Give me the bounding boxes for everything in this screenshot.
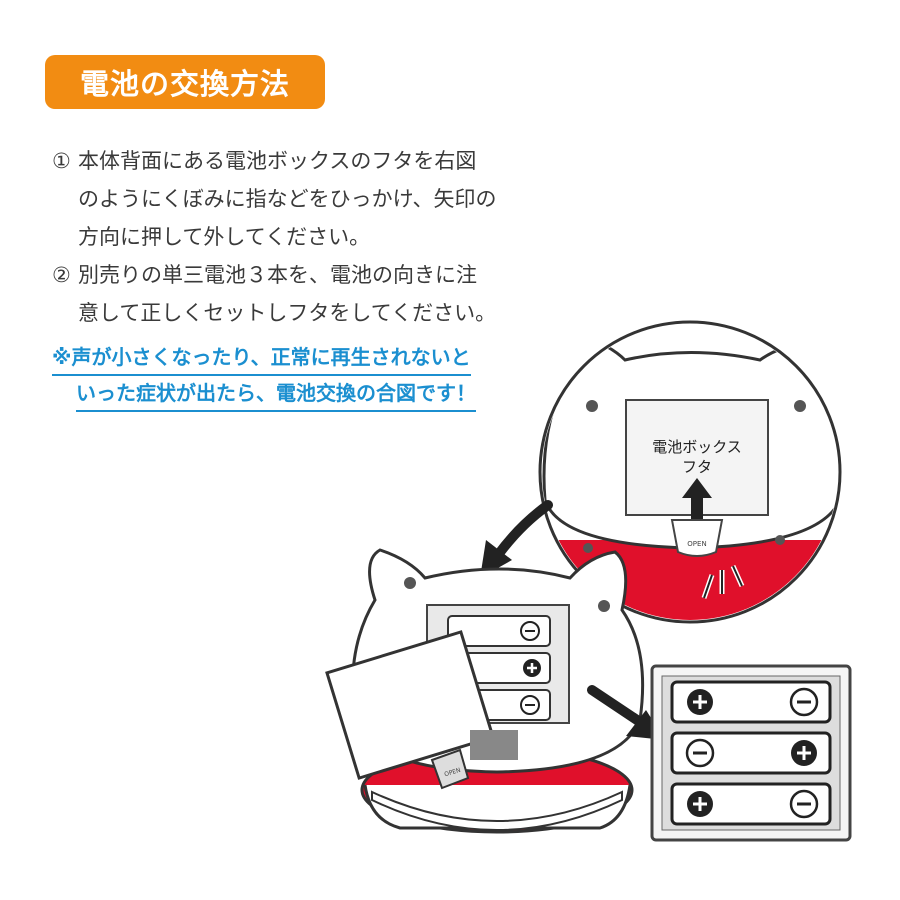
foot-left-icon (583, 543, 593, 553)
base-front (371, 790, 623, 831)
open-tab (430, 748, 470, 790)
cover-label-2: フタ (682, 458, 712, 476)
battery-3 (670, 782, 832, 826)
device-main: OPEN (325, 548, 645, 834)
removed-battery-cover (325, 630, 495, 780)
step-2-line-1: 別売りの単三電池３本を、電池の向きに注 (78, 263, 477, 287)
cover-label-1: 電池ボックス (652, 438, 742, 456)
battery-warning-note: ※声が小さくなったり、正常に再生されないと いった症状が出たら、電池交換の合図で… (52, 340, 552, 412)
curved-arrow-icon (493, 500, 553, 560)
screw-icon (598, 600, 610, 612)
screw-left-icon (586, 400, 598, 412)
battery-orientation-detail (650, 664, 852, 842)
box-shadow (470, 730, 518, 760)
screw-right-icon (794, 400, 806, 412)
step-1-number: ① (52, 149, 71, 173)
plus-symbol-icon (693, 695, 707, 709)
zoom-circle: 電池ボックス フタ OPEN (538, 320, 842, 624)
step-1: ① 本体背面にある電池ボックスのフタを右図 のようにくぼみに指などをひっかけ、矢… (52, 142, 572, 256)
plus-symbol-icon (693, 797, 707, 811)
straight-arrow-icon (587, 685, 645, 727)
open-tab-label: OPEN (687, 540, 706, 548)
battery-1 (670, 680, 832, 724)
step-2-number: ② (52, 263, 71, 287)
plus-symbol-icon (797, 746, 811, 760)
step-1-text: 本体背面にある電池ボックスのフタを右図 のようにくぼみに指などをひっかけ、矢印の… (78, 142, 572, 256)
step-1-line-1: 本体背面にある電池ボックスのフタを右図 (78, 149, 477, 173)
step-1-line-3: 方向に押して外してください。 (78, 225, 371, 249)
plus-symbol-icon (527, 663, 537, 673)
note-line-1: ※声が小さくなったり、正常に再生されないと (52, 340, 471, 376)
battery-2 (670, 731, 832, 775)
instruction-steps: ① 本体背面にある電池ボックスのフタを右図 のようにくぼみに指などをひっかけ、矢… (52, 142, 572, 332)
push-up-arrow-icon (682, 478, 712, 520)
open-tab-label-small: OPEN (444, 767, 462, 779)
section-title-badge: 電池の交換方法 (45, 55, 325, 109)
step-1-line-2: のようにくぼみに指などをひっかけ、矢印の (78, 187, 497, 211)
section-title: 電池の交換方法 (79, 67, 290, 101)
motion-lines-outline-icon (703, 565, 743, 599)
step-2-text: 別売りの単三電池３本を、電池の向きに注 意して正しくセットしフタをしてください。 (78, 256, 572, 332)
screw-icon (404, 577, 416, 589)
foot-right-icon (775, 535, 785, 545)
note-line-2: いった症状が出たら、電池交換の合図です！ (76, 376, 476, 412)
step-2-line-2: 意して正しくセットしフタをしてください。 (78, 301, 497, 325)
step-2: ② 別売りの単三電池３本を、電池の向きに注 意して正しくセットしフタをしてくださ… (52, 256, 572, 332)
open-tab-zoom (670, 519, 724, 557)
